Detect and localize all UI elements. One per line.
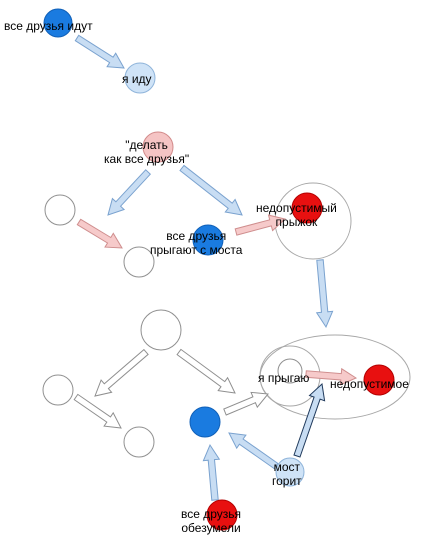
label-i-go: я иду [122,72,152,86]
label-friends-go: все друзья идут [4,19,93,33]
label-friends-crazy: все друзья обезумели [181,507,242,535]
node-result-empty [123,246,155,278]
node-bridge-burning [275,457,305,487]
nodes [42,8,395,531]
label-do-like-friends: "делать как все друзья" [104,138,190,166]
arrow-do-to-unacceptable [179,164,243,216]
node-result-empty-2 [123,426,155,458]
arrow-i-jump-to-unacceptable [305,367,358,386]
node-left-empty [44,194,76,226]
node-i-jump [277,358,303,384]
arrow-bridge-to-friends2 [228,432,279,470]
arrow-left-to-result [76,218,123,249]
label-bridge-burning: мост горит [272,460,302,488]
label-friends-jump: все друзья прыгают с моста [150,229,243,257]
label-unacceptable-jump: недопустимый прыжок [256,201,337,229]
arrows [73,34,358,501]
arrow-top-to-right [176,348,236,394]
node-friends-2 [189,406,221,438]
arrow-left2-to-result2 [73,393,122,429]
arrow-friends2-to-i-jump [223,391,269,416]
node-friends-crazy [206,499,238,531]
node-do-like-friends [142,131,174,163]
node-left-empty-2 [42,374,74,406]
arrow-to-bridge-ellipse [315,259,334,329]
node-unacceptable-jump [291,192,323,224]
arrow-top-to-left [94,348,149,397]
node-top-empty [140,309,182,351]
node-unacceptable [363,364,395,396]
node-friends-go [43,8,73,38]
label-unacceptable: недопустимое [330,377,409,391]
arrow-do-to-left [107,169,152,216]
node-i-go [124,62,156,94]
node-friends-jump [192,224,224,256]
label-i-jump: я прыгаю [258,371,310,385]
arrow-bridge-to-i-jump [293,382,326,458]
arrow-jump-to-unacceptable [234,214,287,236]
arrow-friends-go-to-i-go [74,34,125,69]
arrow-crazy-to-friends2 [202,443,221,501]
